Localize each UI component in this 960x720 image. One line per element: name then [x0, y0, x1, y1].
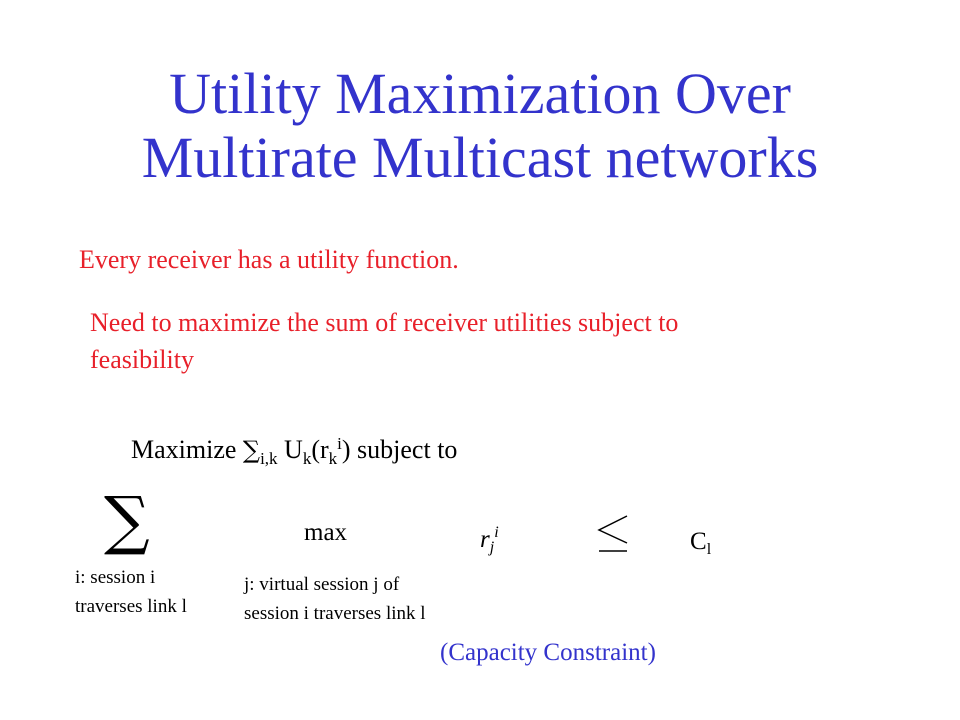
maximize-word: Maximize: [131, 435, 243, 464]
capacity-subscript: l: [706, 541, 712, 558]
title-line-1: Utility Maximization Over: [169, 61, 791, 126]
capacity-symbol: C: [690, 528, 707, 555]
rate-subscript: j: [489, 539, 495, 556]
capacity-constraint-caption: (Capacity Constraint): [440, 639, 656, 666]
rate-symbol: r: [480, 526, 490, 553]
utility-argument-subscript: k: [328, 449, 338, 468]
rate-variable: rji: [480, 524, 499, 556]
max-operator: max: [304, 519, 348, 546]
utility-argument-open: (r: [311, 435, 329, 464]
objective-sum-subscript: i,k: [260, 449, 278, 468]
rate-superscript: i: [494, 524, 499, 541]
utility-subscript: k: [302, 449, 312, 468]
slide-title: Utility Maximization Over Multirate Mult…: [0, 62, 960, 190]
less-than-or-equal-symbol: [597, 515, 628, 552]
capacity-variable: Cl: [690, 527, 712, 558]
sum-note-line-1: i: session i: [75, 567, 156, 588]
objective-statement-line-2: feasibility: [90, 345, 194, 374]
title-line-2: Multirate Multicast networks: [141, 125, 819, 190]
subject-to-text: ) subject to: [341, 435, 458, 464]
max-note-line-2: session i traverses link l: [244, 603, 426, 624]
objective-formula: Maximize ∑i,k Uk(rki) subject to: [131, 433, 457, 467]
max-note-line-1: j: virtual session j of: [244, 574, 400, 595]
objective-sum-symbol: ∑: [242, 436, 261, 464]
utility-statement: Every receiver has a utility function.: [79, 245, 459, 274]
sum-note-line-2: traverses link l: [75, 596, 187, 617]
utility-argument-superscript: i: [337, 434, 342, 453]
objective-statement-line-1: Need to maximize the sum of receiver uti…: [90, 308, 679, 337]
constraint-sum-symbol: ∑: [104, 484, 150, 558]
utility-function: U: [277, 435, 303, 464]
